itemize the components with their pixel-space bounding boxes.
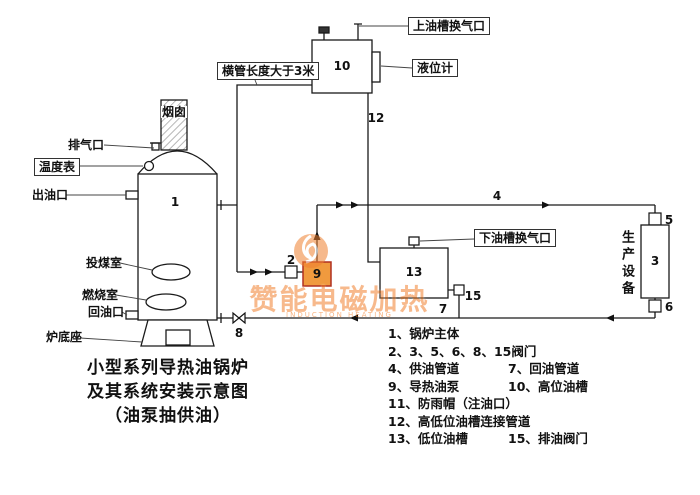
component-number-13: 13 <box>405 265 423 279</box>
leader-lines <box>66 25 475 343</box>
flow-arrow-right <box>542 201 550 209</box>
legend-row: 13、低位油槽 15、排油阀门 <box>388 430 588 448</box>
leader-exhaust <box>103 144 155 149</box>
equipment-rect <box>640 224 670 299</box>
rain-cap-fitting <box>318 26 330 34</box>
legend-item-supply-pipe: 4、供油管道 <box>388 361 460 376</box>
callout-combustion-chamber: 燃烧室 <box>82 288 119 302</box>
flow-arrow-right <box>250 268 258 276</box>
component-number-8: 8 <box>234 326 244 340</box>
title-line-3: （油泵抽供油） <box>105 406 231 426</box>
component-number-7: 7 <box>438 302 448 316</box>
tank13-vent-fitting <box>408 236 420 246</box>
legend-item-pump: 9、导热油泵 <box>388 378 460 394</box>
legend-row: 11、防雨帽（注油口） <box>388 395 588 413</box>
leader-oil-return <box>121 311 128 316</box>
valves <box>232 212 662 325</box>
pump-suction-riser-pipe <box>236 84 312 272</box>
legend-row: 2、3、5、6、8、15阀门 <box>388 343 588 361</box>
legend-item-high-tank: 10、高位油槽 <box>508 378 588 394</box>
component-number-4: 4 <box>492 189 502 203</box>
component-number-10: 10 <box>333 59 351 73</box>
callout-horizontal-pipe-note: 横管长度大于3米 <box>217 62 320 80</box>
component-number-2: 2 <box>286 253 296 267</box>
flow-arrow-up <box>313 231 321 240</box>
callout-coal-chamber: 投煤室 <box>86 256 123 270</box>
leader-level-gauge <box>380 65 413 69</box>
oil-outlet-stub <box>125 190 139 200</box>
legend-row: 12、高低位油槽连接管道 <box>388 413 588 431</box>
flow-arrow-right <box>336 201 344 209</box>
legend: 1、锅炉主体 2、3、5、6、8、15阀门 4、供油管道 7、回油管道 9、导热… <box>388 325 588 448</box>
boiler <box>125 99 218 347</box>
tank10-rect <box>311 39 373 94</box>
flow-arrow-left <box>350 314 358 322</box>
leader-combustion <box>115 294 147 301</box>
diagram-title: 小型系列导热油锅炉 及其系统安装示意图 （油泵抽供油） <box>58 356 278 428</box>
title-line-1: 小型系列导热油锅炉 <box>87 358 249 378</box>
production-equipment <box>640 224 670 299</box>
thermometer-gauge <box>143 160 155 172</box>
callout-chimney: 烟囱 <box>160 105 188 119</box>
legend-item-return-pipe: 7、回油管道 <box>508 361 580 376</box>
coal-chamber-opening <box>151 263 191 281</box>
component-number-6: 6 <box>664 300 674 314</box>
flow-arrow-right <box>265 268 273 276</box>
oil-return-stub <box>125 310 139 320</box>
leader-hpipe-note <box>254 79 258 86</box>
leader-base <box>79 337 143 343</box>
legend-item-low-tank: 13、低位油槽 <box>388 431 468 446</box>
valve-2 <box>284 265 298 279</box>
flow-arrow-left <box>606 314 614 322</box>
leader-bottom-vent <box>419 238 475 242</box>
legend-row: 4、供油管道 7、回油管道 <box>388 360 588 378</box>
legend-item-valves: 2、3、5、6、8、15阀门 <box>388 343 537 359</box>
valve-6 <box>648 299 662 313</box>
callout-thermometer: 温度表 <box>34 158 81 176</box>
component-number-9: 9 <box>312 267 322 281</box>
furnace-door <box>165 329 191 346</box>
tank10-vent-pipe <box>354 23 362 40</box>
level-gauge-tube <box>371 51 381 83</box>
low-level-tank <box>379 236 449 299</box>
tank-connect-pipe-12 <box>367 93 380 263</box>
component-number-5: 5 <box>664 213 674 227</box>
callout-level-gauge: 液位计 <box>412 59 459 77</box>
legend-row: 9、导热油泵 10、高位油槽 <box>388 378 588 396</box>
legend-item-drain-valve: 15、排油阀门 <box>508 431 588 446</box>
component-number-12: 12 <box>367 111 385 125</box>
valve-8 <box>238 311 246 325</box>
exhaust-fitting <box>151 142 160 151</box>
legend-item-connect-pipe: 12、高低位油槽连接管道 <box>388 413 531 429</box>
callout-top-vent: 上油槽换气口 <box>408 17 491 35</box>
tank13-rect <box>379 247 449 299</box>
valve-5 <box>648 212 662 226</box>
valve-15 <box>453 284 465 296</box>
callout-production-equipment: 生产设备 <box>619 230 634 298</box>
component-number-3: 3 <box>650 254 660 268</box>
legend-item-rain-cap: 11、防雨帽（注油口） <box>388 396 518 411</box>
pipes <box>217 23 656 323</box>
callout-furnace-base: 炉底座 <box>46 330 83 344</box>
tank13-drain-pipe <box>448 289 460 318</box>
leader-coal-chamber <box>119 262 153 271</box>
component-number-15: 15 <box>464 289 482 303</box>
combustion-chamber-opening <box>145 293 187 311</box>
legend-row: 1、锅炉主体 <box>388 325 588 343</box>
callout-exhaust-port: 排气口 <box>68 138 105 152</box>
component-number-1: 1 <box>170 195 180 209</box>
callout-bottom-vent: 下油槽换气口 <box>474 229 557 247</box>
callout-oil-return-port: 回油口 <box>88 305 125 319</box>
valve-8 <box>232 311 240 325</box>
callout-oil-outlet: 出油口 <box>32 188 69 202</box>
legend-item-boiler: 1、锅炉主体 <box>388 326 460 341</box>
flow-arrow-right <box>351 201 359 209</box>
high-level-tank <box>311 26 381 94</box>
title-line-2: 及其系统安装示意图 <box>87 382 249 402</box>
